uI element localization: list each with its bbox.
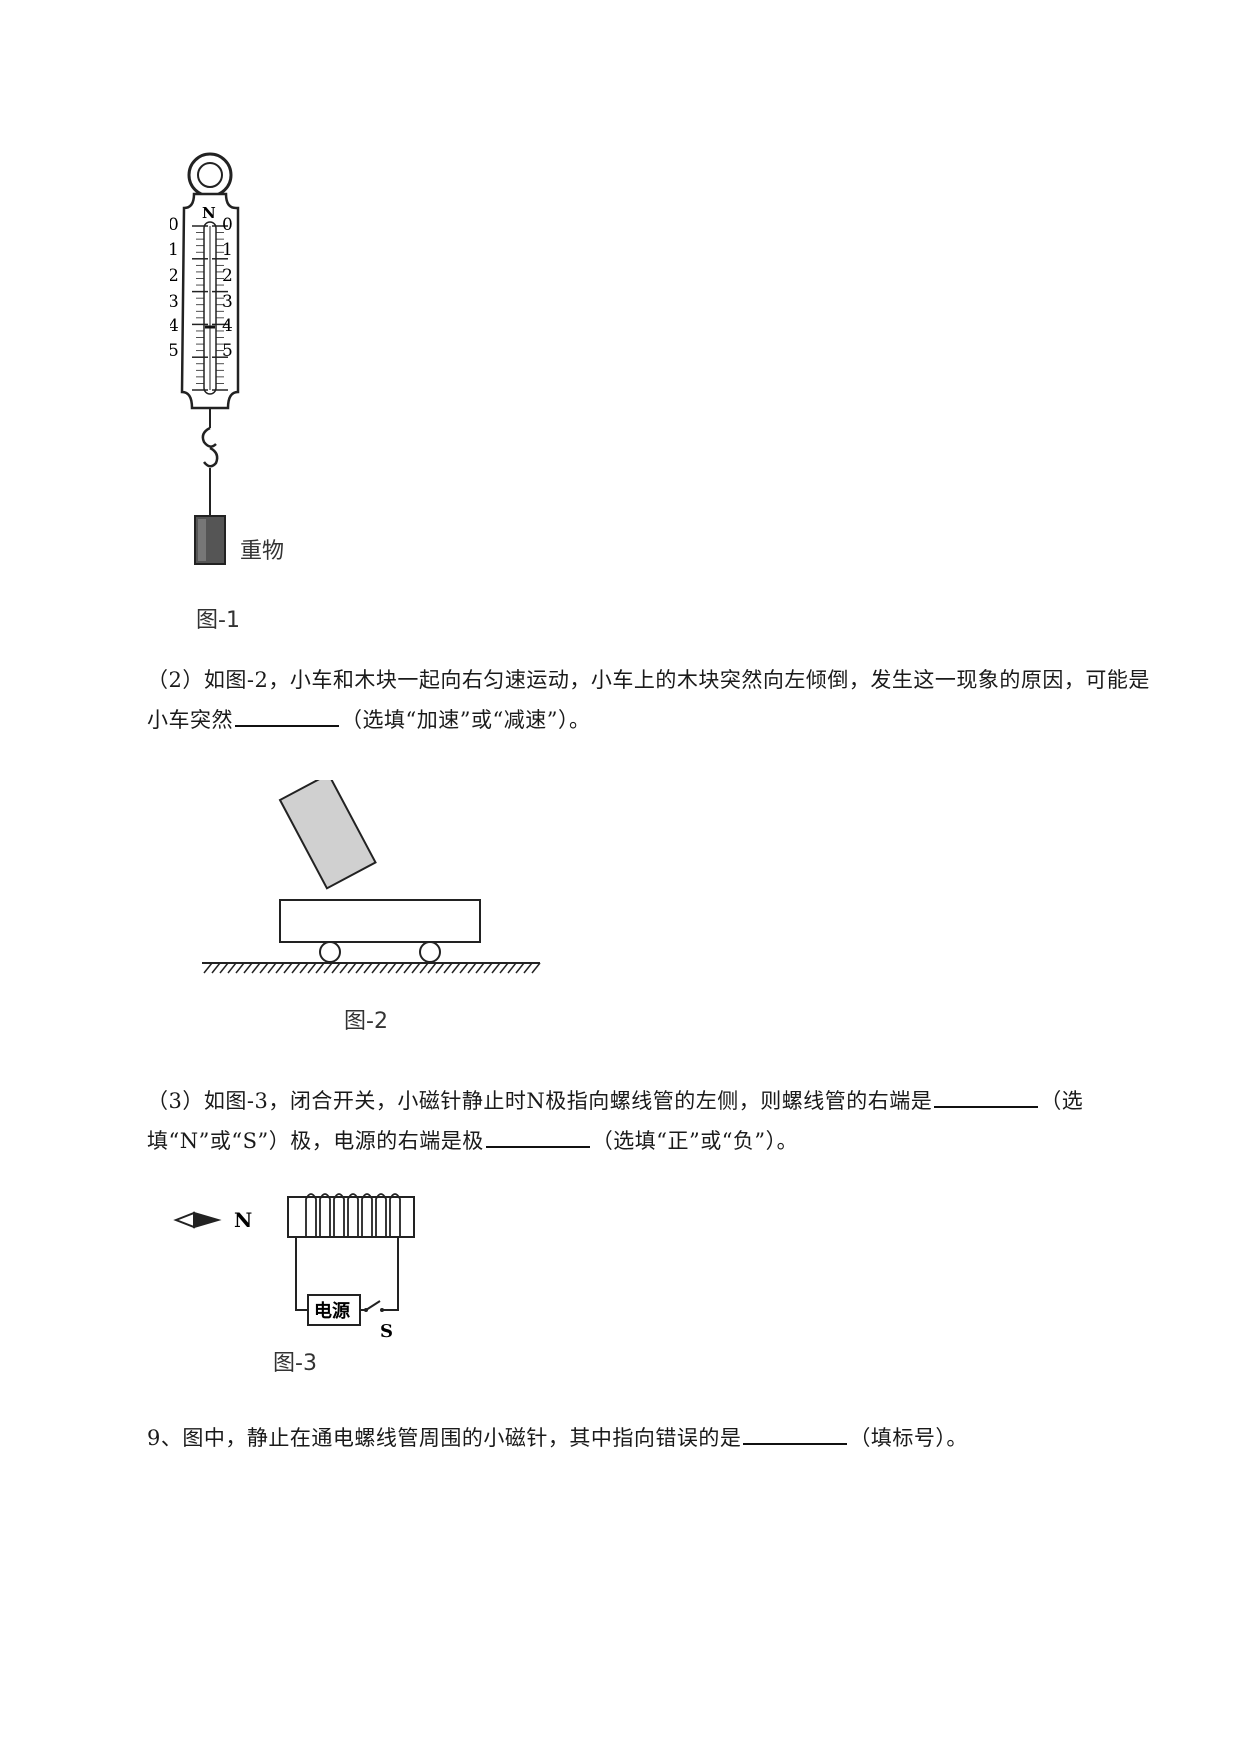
figure-3-solenoid-circuit: N 电源 S <box>173 1193 415 1342</box>
solenoid-core <box>287 1196 415 1238</box>
ground-hatch-line <box>451 962 461 974</box>
scale-label-right-3: 3 <box>222 292 233 312</box>
question-3: （3）如图-3，闭合开关，小磁针静止时N极指向螺线管的左侧，则螺线管的右端是（选… <box>147 1081 1157 1161</box>
ground-hatch-line <box>387 962 397 974</box>
ground-hatch-line <box>411 962 421 974</box>
power-source <box>307 1294 361 1326</box>
question-3-text-part3: （选填“正”或“负”）。 <box>591 1129 799 1153</box>
question-3-answer-blank-2[interactable] <box>485 1128 590 1148</box>
question-9-text-before: 9、图中，静止在通电螺线管周围的小磁针，其中指向错误的是 <box>147 1426 742 1450</box>
ground-hatch-line <box>491 962 501 974</box>
ground-hatch-line <box>507 962 517 974</box>
figure-2-caption: 图-2 <box>344 1009 388 1034</box>
scale-label-left-5: 5 <box>170 341 179 361</box>
ground-hatch-line <box>515 962 525 974</box>
ground-hatch-line <box>219 962 229 974</box>
ground-hatch-line <box>211 962 221 974</box>
compass-needle-north <box>193 1211 222 1229</box>
ground-hatch-line <box>251 962 261 974</box>
ground-hatch-line <box>395 962 405 974</box>
scale-label-right-1: 1 <box>222 240 233 260</box>
ground-hatch-line <box>419 962 429 974</box>
scale-label-right-4: 4 <box>222 316 233 336</box>
ground-hatch-line <box>459 962 469 974</box>
solenoid-coil-turn <box>347 1193 359 1237</box>
ground-hatch-line <box>355 962 365 974</box>
figure-2-cart-block <box>202 780 541 974</box>
ground-hatch-line <box>467 962 477 974</box>
question-3-answer-blank-1[interactable] <box>934 1088 1039 1108</box>
ground-hatch-line <box>275 962 285 974</box>
solenoid-coil-turn <box>305 1193 317 1237</box>
question-2-text-before: （2）如图-2，小车和木块一起向右匀速运动，小车上的木块突然向左倾倒，发生这一现… <box>147 668 1150 732</box>
cart-wheel-right <box>419 941 441 963</box>
switch-label: S <box>380 1321 393 1342</box>
figure-3-caption: 图-3 <box>273 1351 317 1376</box>
figure-1-caption: 图-1 <box>196 608 240 633</box>
scale-label-right-0: 0 <box>222 215 233 235</box>
ground-hatch-line <box>227 962 237 974</box>
ground-hatch-line <box>499 962 509 974</box>
scale-label-right-2: 2 <box>222 266 233 286</box>
cart-body <box>279 899 481 943</box>
scale-label-left-1: 1 <box>170 240 179 260</box>
figure-1-spring-scale: N 0 1 2 3 4 5 0 1 2 3 4 5 <box>170 152 240 565</box>
solenoid-coil-turn <box>333 1193 345 1237</box>
scale-label-left-3: 3 <box>170 292 179 312</box>
ground-hatch-line <box>475 962 485 974</box>
ground-hatch-line <box>531 962 541 974</box>
solenoid-coil-turn <box>389 1193 401 1237</box>
ground-hatch-line <box>403 962 413 974</box>
solenoid-coils <box>305 1193 401 1237</box>
ground-hatch-line <box>267 962 277 974</box>
question-9-text-after: （填标号）。 <box>849 1426 968 1450</box>
scale-label-left-4: 4 <box>170 316 179 336</box>
scale-unit-label: N <box>202 204 216 222</box>
ground-hatch-line <box>339 962 349 974</box>
ground-hatch-line <box>323 962 333 974</box>
question-9: 9、图中，静止在通电螺线管周围的小磁针，其中指向错误的是 （填标号）。 <box>147 1418 1157 1458</box>
ground-hatch-line <box>427 962 437 974</box>
ground-hatch-line <box>331 962 341 974</box>
question-9-answer-blank[interactable] <box>743 1425 848 1445</box>
scale-ticks <box>192 225 228 391</box>
ground-hatch-line <box>363 962 373 974</box>
scale-label-right-5: 5 <box>222 341 233 361</box>
ground-hatch-line <box>443 962 453 974</box>
ground-hatch-line <box>203 962 213 974</box>
scale-label-left-0: 0 <box>170 215 179 235</box>
question-2-answer-blank[interactable] <box>235 707 339 727</box>
scale-label-left-2: 2 <box>170 266 179 286</box>
ground-hatch-line <box>523 962 533 974</box>
question-3-text-part1: （3）如图-3，闭合开关，小磁针静止时N极指向螺线管的左侧，则螺线管的右端是 <box>147 1089 933 1113</box>
ground-hatch-line <box>347 962 357 974</box>
ground-hatch-line <box>371 962 381 974</box>
needle-n-label: N <box>234 1208 252 1232</box>
ground-hatch-line <box>435 962 445 974</box>
ground-hatch-line <box>291 962 301 974</box>
ground-hatch-line <box>235 962 245 974</box>
weight-label: 重物 <box>240 539 285 564</box>
power-source-label: 电源 <box>314 1300 350 1322</box>
compass-needle-south <box>173 1211 195 1229</box>
ground-hatch-line <box>259 962 269 974</box>
ground-hatch-line <box>299 962 309 974</box>
tilting-block <box>278 780 377 890</box>
switch <box>365 1300 381 1311</box>
question-2-text-after: （选填“加速”或“减速”）。 <box>341 708 591 732</box>
cart-wheel-left <box>319 941 341 963</box>
ground-hatch-line <box>483 962 493 974</box>
ground-hatch-line <box>315 962 325 974</box>
question-2: （2）如图-2，小车和木块一起向右匀速运动，小车上的木块突然向左倾倒，发生这一现… <box>147 660 1157 740</box>
solenoid-coil-turn <box>319 1193 331 1237</box>
ground-hatch-line <box>307 962 317 974</box>
question-3-text-part2: （选填“N”或“S”）极，电源的右端是极 <box>147 1089 1084 1153</box>
ground-hatch-line <box>283 962 293 974</box>
solenoid-coil-turn <box>361 1193 373 1237</box>
ground-hatch-line <box>379 962 389 974</box>
ground-hatching <box>203 962 541 974</box>
ground-hatch-line <box>243 962 253 974</box>
solenoid-coil-turn <box>375 1193 387 1237</box>
